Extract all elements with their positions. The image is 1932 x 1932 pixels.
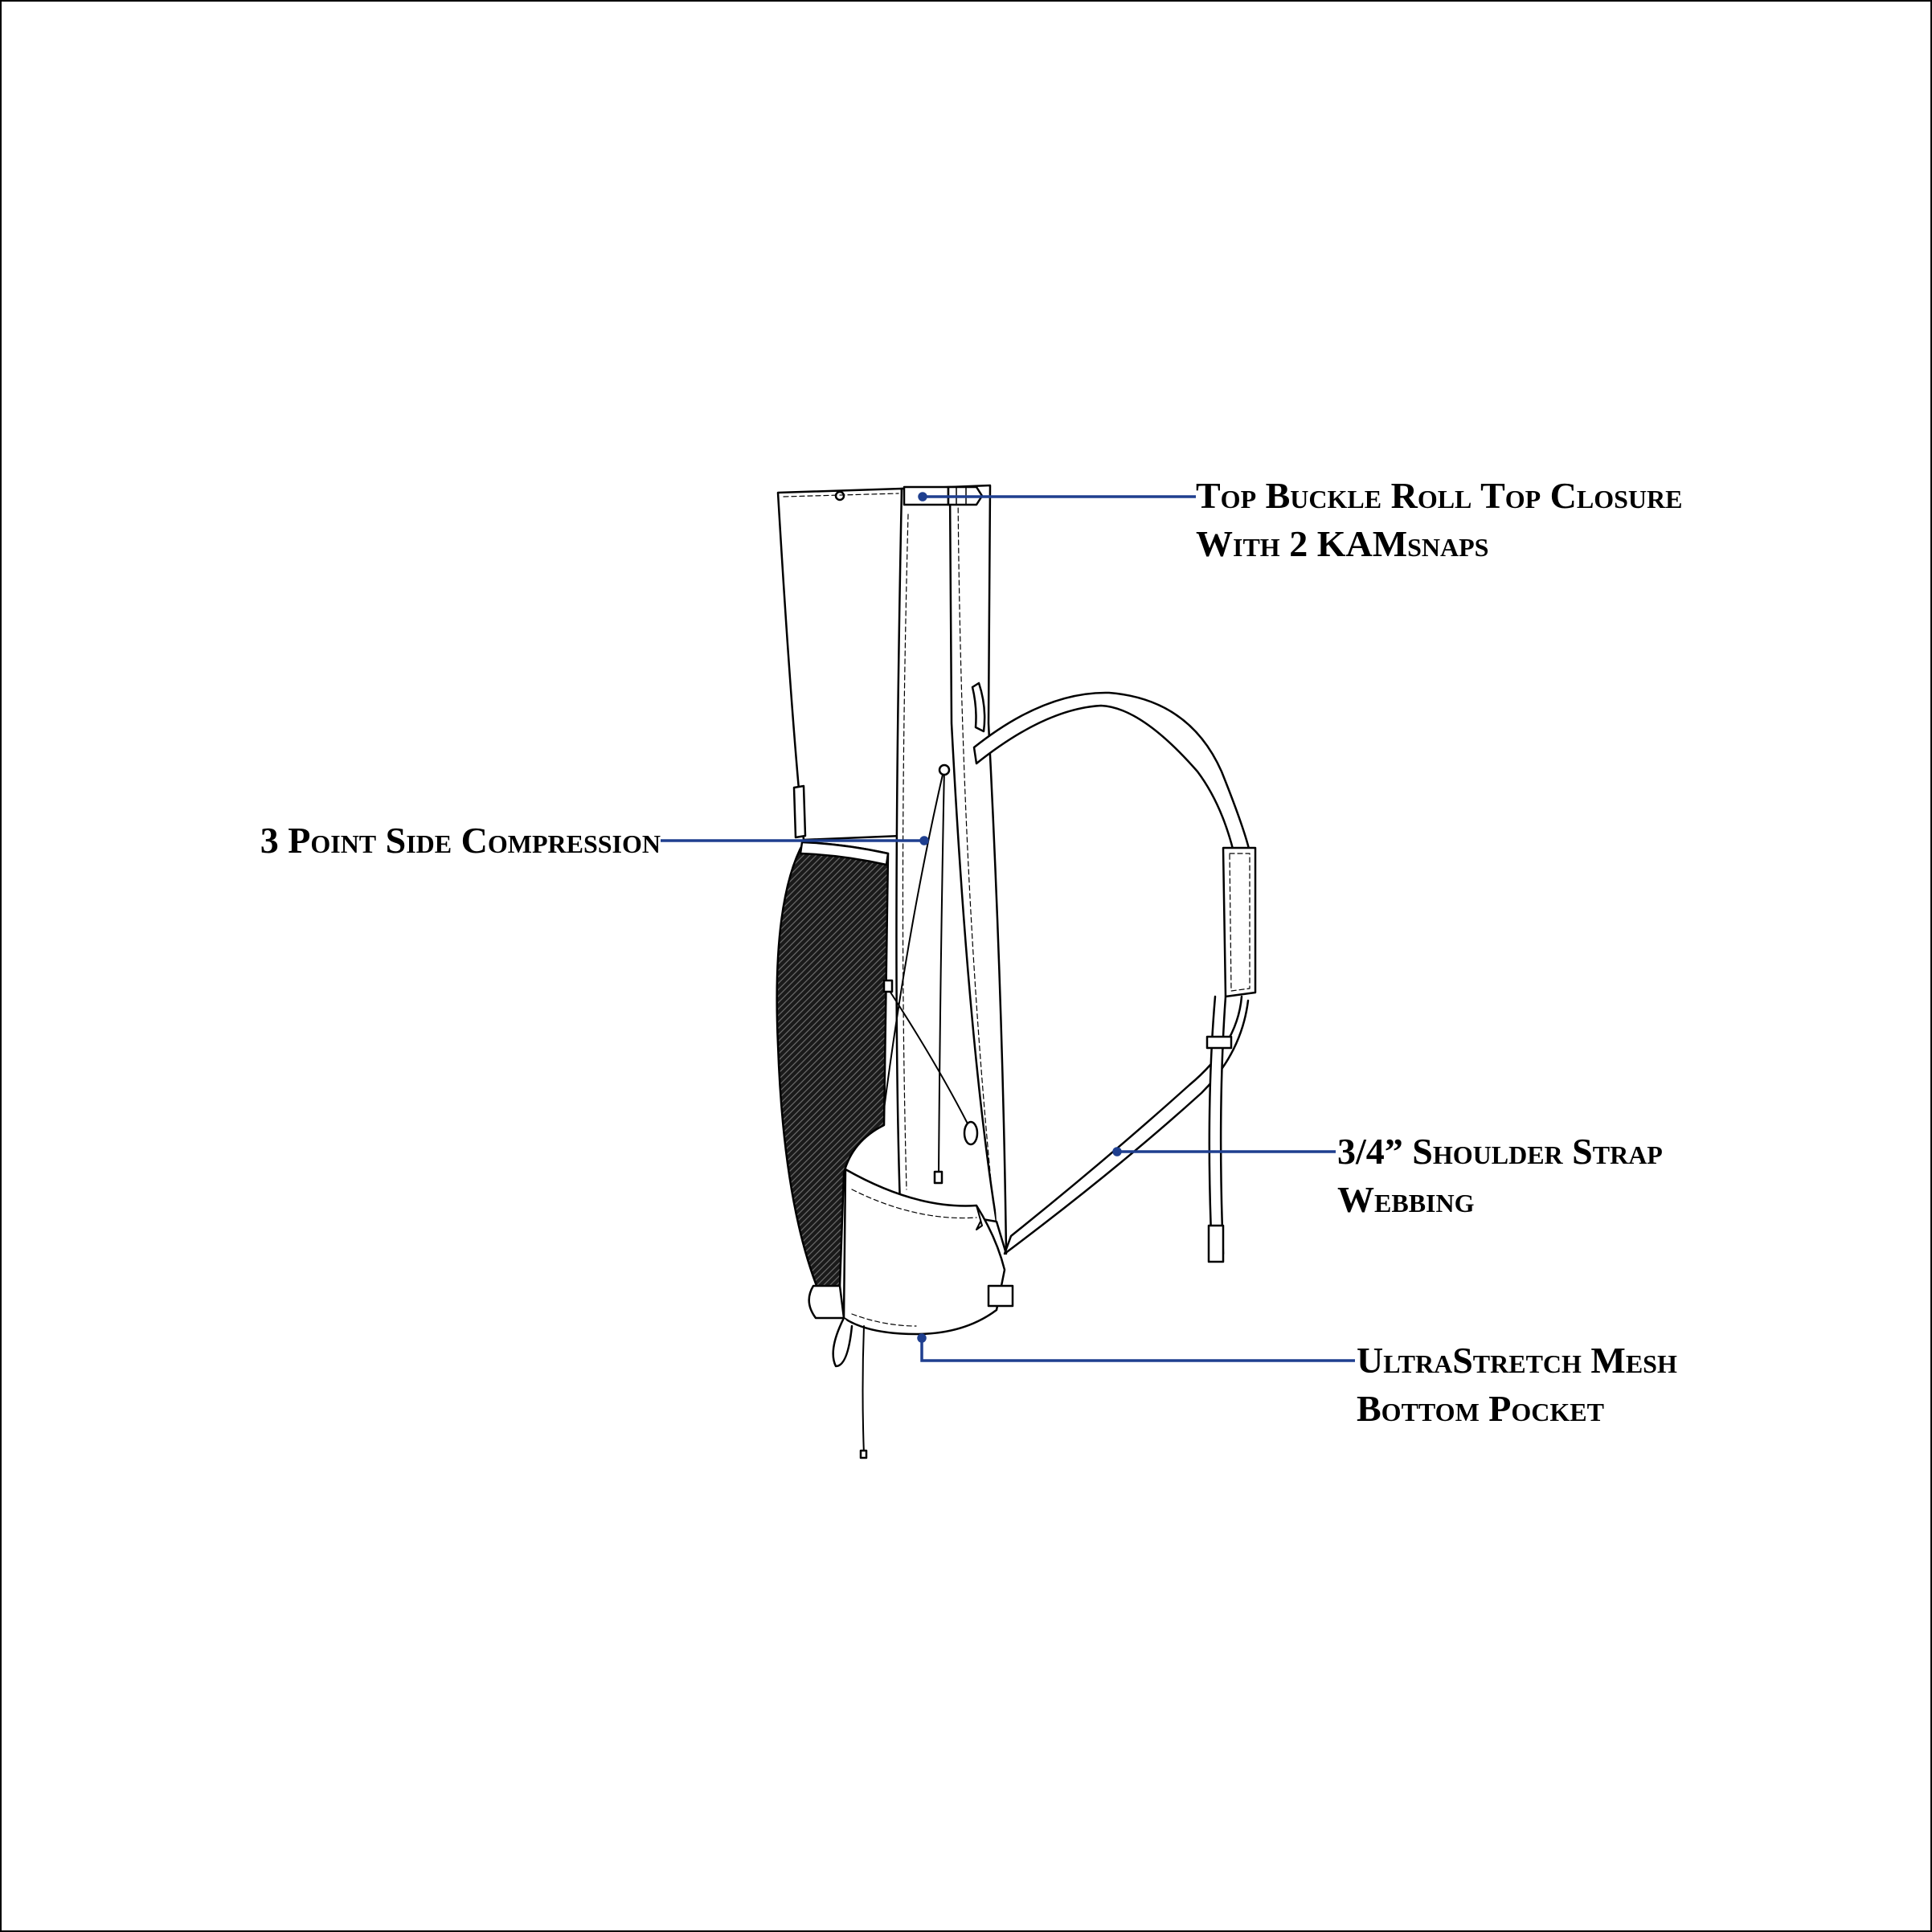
bottom-tab xyxy=(987,1284,1014,1308)
bottom-pocket xyxy=(842,1168,1006,1336)
back-panel-edge xyxy=(948,484,1008,1255)
shoulder-strap xyxy=(972,691,1251,853)
callout-bottom-pocket-line1: UltraStretch Mesh xyxy=(1357,1340,1677,1381)
shoulder-pad-seam xyxy=(1229,853,1250,992)
mesh-pocket-hem xyxy=(799,841,890,866)
side-panel-seam xyxy=(902,514,909,1190)
bottom-cord xyxy=(862,1325,865,1455)
strap-buckle xyxy=(1205,1035,1233,1050)
strap-tail xyxy=(1208,995,1227,1255)
callout-top-closure-line2: With 2 KAMsnaps xyxy=(1196,523,1488,564)
compression-cord-2 xyxy=(938,767,945,1174)
side-loop-left xyxy=(792,784,807,839)
backpack-illustration xyxy=(776,484,1257,1459)
bottom-corner xyxy=(808,1284,845,1320)
leader-lines xyxy=(661,492,1355,1362)
callout-bottom-pocket-line2: Bottom Pocket xyxy=(1357,1388,1604,1429)
callout-top-closure-line1: Top Buckle Roll Top Closure xyxy=(1196,475,1683,516)
bottom-loop xyxy=(832,1316,853,1368)
compression-cord-3 xyxy=(887,988,973,1134)
roll-top-seam xyxy=(783,493,899,497)
shoulder-pad xyxy=(1222,846,1257,998)
strap-tail-end xyxy=(1207,1224,1225,1263)
back-panel-seam xyxy=(957,491,994,1206)
leader-bottom-pocket xyxy=(920,1338,1355,1362)
bottom-pocket-seam xyxy=(851,1189,977,1219)
compression-cord xyxy=(883,767,945,1110)
bottom-zipper xyxy=(976,1205,983,1230)
bottom-pocket-seam-2 xyxy=(851,1313,917,1327)
callout-side-compression: 3 Point Side Compression xyxy=(260,820,661,861)
callout-shoulder-strap-line2: Webbing xyxy=(1337,1179,1475,1220)
kamsnap xyxy=(834,490,845,501)
side-loop-top-right xyxy=(971,682,986,733)
callout-labels: Top Buckle Roll Top Closure With 2 KAMsn… xyxy=(260,475,1683,1429)
callout-shoulder-strap-line1: 3/4” Shoulder Strap xyxy=(1337,1131,1663,1172)
